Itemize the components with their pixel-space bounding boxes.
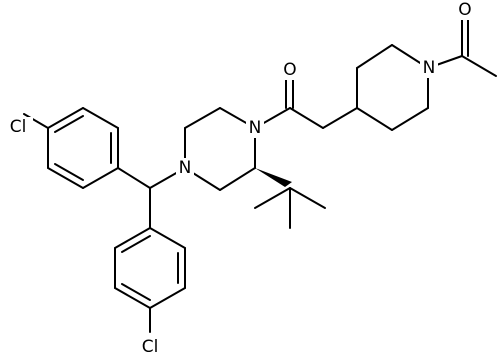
atom-o-amide: O [283,60,296,80]
bond-ar2-inner-2 [121,283,151,301]
bond-tbu-1 [289,187,326,209]
bond-ar1-5 [47,167,84,189]
chlorophenyl-ring-bottom [114,227,186,333]
atom-cl-top: Cl [10,117,27,137]
bond-ar1-6 [82,167,119,189]
bond-ar2-1 [149,227,186,249]
piperidine-ring [356,44,429,131]
wedge-bond [255,168,292,187]
bond-ch-ring-top [117,167,151,189]
piperazine-ring [184,107,256,191]
acetyl-group [427,17,497,77]
atom-o-acetyl: O [458,0,471,20]
bond-pip-4 [356,107,393,131]
bond-acetyl-methyl [461,55,497,77]
bond-pz-5 [219,167,256,191]
bond-ar2-3 [149,287,186,309]
bond-ar1-cl [23,113,49,129]
bond-ar1-3 [47,107,84,129]
bond-pip-2 [356,44,393,69]
amide-linker [254,71,358,129]
bond-ar2-inner-3 [121,235,151,253]
atom-n-piperidine: N [423,58,436,78]
atom-cl-bottom: Cl [142,337,159,357]
tert-butyl-group [254,168,326,229]
chlorophenyl-ring-top [23,107,119,189]
bond-pip-5 [391,107,429,131]
bond-ch2-carbonyl [289,107,324,129]
bond-ch2-ring [322,107,358,129]
atom-labels: O N O N N Cl Cl [5,0,474,357]
bond-ar1-2 [82,107,119,129]
bond-ar1-inner-3 [54,163,84,181]
bond-ar2-6 [114,227,151,249]
bond-ar2-4 [114,287,151,309]
atom-n-benzhydryl: N [179,158,192,178]
atom-n-amide: N [249,118,262,138]
bond-pz-2 [184,107,221,129]
bond-tbu-3 [254,187,291,209]
bond-ar1-inner-2 [54,115,84,133]
benzhydryl-center [117,167,186,229]
